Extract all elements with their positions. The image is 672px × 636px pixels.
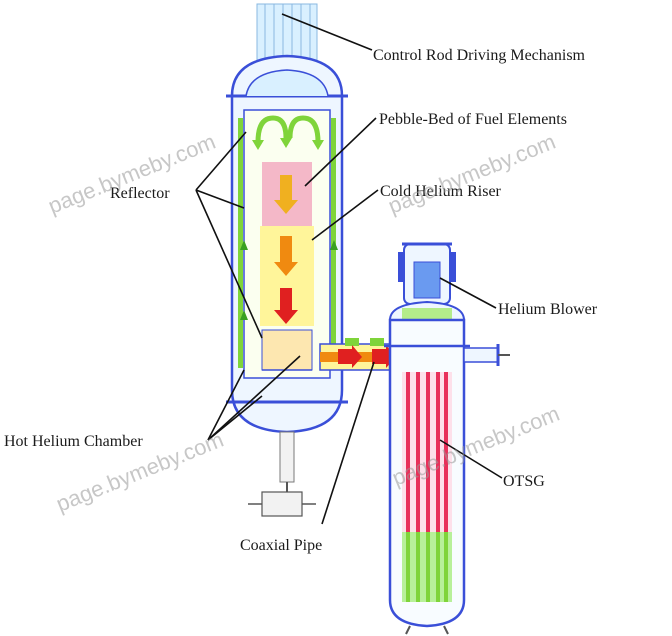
label-control-rod: Control Rod Driving Mechanism <box>373 47 586 64</box>
label-coaxial-pipe: Coaxial Pipe <box>240 537 322 554</box>
leader-lines <box>195 13 503 525</box>
cold-helium-riser-left <box>238 118 243 368</box>
label-helium-blower: Helium Blower <box>498 301 598 318</box>
label-hot-chamber: Hot Helium Chamber <box>4 433 143 450</box>
label-pebble-bed: Pebble-Bed of Fuel Elements <box>379 111 567 128</box>
otsg-vessel <box>384 242 510 635</box>
hot-helium-chamber <box>261 329 313 371</box>
label-cold-riser: Cold Helium Riser <box>380 183 502 200</box>
watermark-1: page.bymeby.com <box>45 129 220 219</box>
label-reflector: Reflector <box>110 185 170 202</box>
watermark-2: page.bymeby.com <box>385 129 560 219</box>
reactor-vessel <box>226 3 348 517</box>
labels: Control Rod Driving Mechanism Pebble-Bed… <box>4 47 598 554</box>
control-rod-drive-mechanism <box>256 3 318 65</box>
top-plenum-flow <box>252 115 324 150</box>
label-otsg: OTSG <box>503 473 545 490</box>
